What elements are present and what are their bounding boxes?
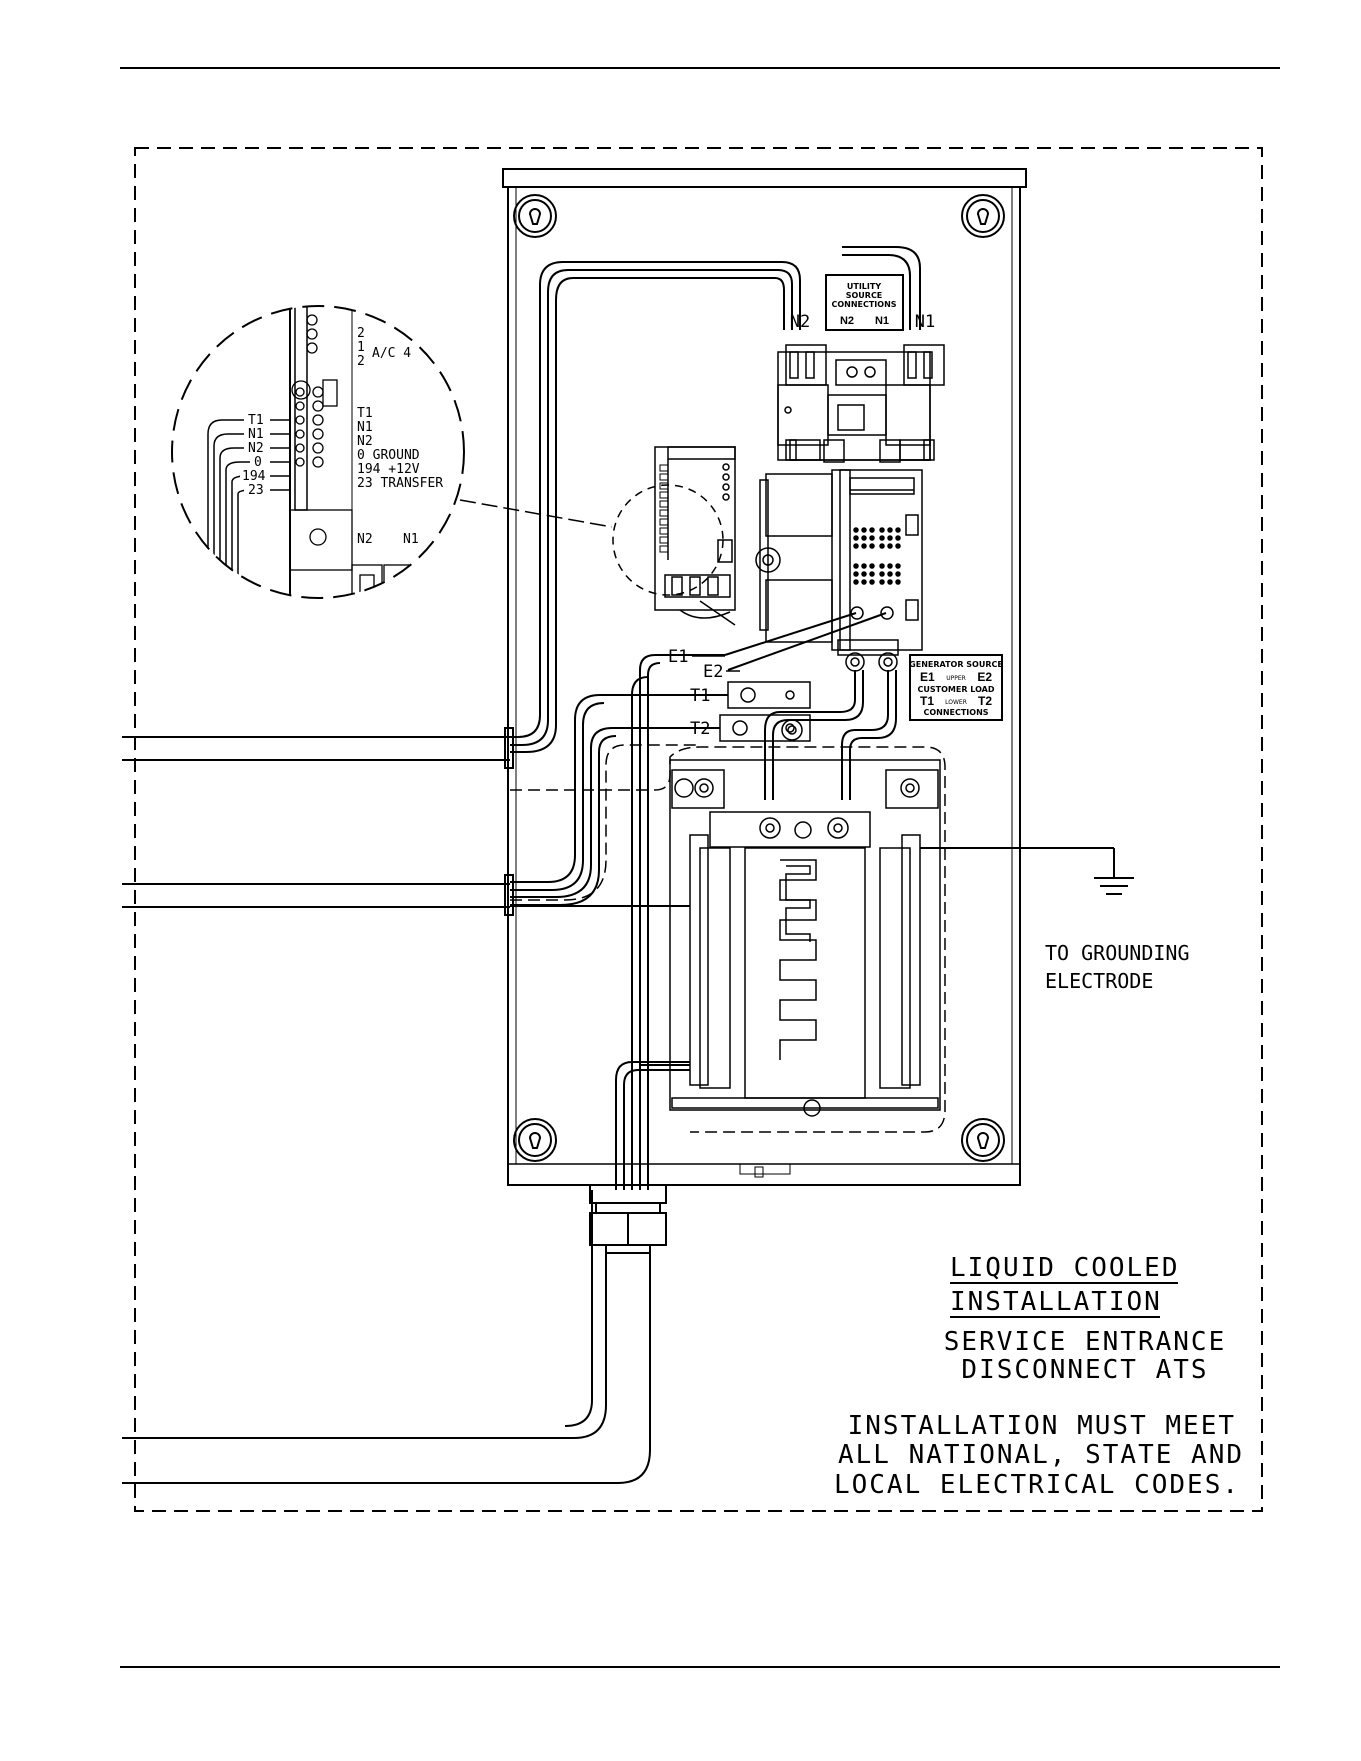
ground-symbol [920, 847, 1134, 895]
mounting-holes [513, 194, 1005, 1162]
svg-text:1: 1 [357, 340, 365, 355]
svg-text:SERVICE ENTRANCE: SERVICE ENTRANCE [944, 1327, 1226, 1357]
dashed-border [134, 147, 1263, 1512]
svg-text:DISCONNECT ATS: DISCONNECT ATS [961, 1355, 1208, 1385]
svg-text:T1: T1 [357, 406, 373, 421]
svg-text:E1: E1 [668, 647, 688, 667]
utility-wires [510, 246, 921, 753]
svg-text:23: 23 [248, 483, 264, 498]
entry-lines [122, 727, 514, 916]
svg-text:0 GROUND: 0 GROUND [357, 448, 420, 463]
svg-text:UTILITY: UTILITY [847, 282, 881, 291]
svg-text:LOCAL ELECTRICAL CODES.: LOCAL ELECTRICAL CODES. [834, 1470, 1240, 1500]
load-center-panel [669, 759, 941, 1117]
svg-text:N2: N2 [357, 532, 373, 547]
svg-text:SOURCE: SOURCE [846, 291, 883, 300]
svg-text:T1: T1 [690, 686, 710, 706]
svg-text:CUSTOMER LOAD: CUSTOMER LOAD [918, 685, 995, 694]
svg-text:N2: N2 [357, 434, 373, 449]
panel-dashed-outline [510, 746, 946, 1133]
n2-terminal-label: N2 [790, 312, 810, 332]
panel-dashed-wire [510, 744, 700, 901]
svg-text:194: 194 [242, 469, 266, 484]
svg-text:N1: N1 [357, 420, 373, 435]
ground-note-line2: ELECTRODE [1045, 969, 1153, 993]
svg-text:2: 2 [357, 326, 365, 341]
svg-text:N2: N2 [248, 441, 264, 456]
control-module [654, 446, 736, 626]
svg-text:T2: T2 [690, 719, 710, 739]
svg-text:LIQUID COOLED: LIQUID COOLED [950, 1253, 1180, 1283]
svg-text:A/C 4: A/C 4 [372, 346, 411, 361]
generator-load-wires [510, 612, 897, 1190]
diagram-title: LIQUID COOLED INSTALLATION SERVICE ENTRA… [944, 1253, 1226, 1385]
neutral-wires [510, 905, 690, 1066]
generator-contactor [755, 469, 923, 672]
detail-callout-ring [612, 484, 724, 596]
svg-text:N1: N1 [248, 427, 264, 442]
svg-text:0: 0 [254, 455, 262, 470]
terminal-strip-detail: T1 N1 N2 0 194 23 2 1 2 A/C 4 T1 N1 N2 0… [207, 306, 443, 598]
svg-text:23 TRANSFER: 23 TRANSFER [357, 476, 443, 491]
svg-text:LOWER: LOWER [945, 699, 967, 706]
svg-text:CONNECTIONS: CONNECTIONS [831, 300, 896, 309]
wire-labels: E1 E2 T1 T2 [668, 647, 740, 739]
svg-text:194 +12V: 194 +12V [357, 462, 420, 477]
svg-text:E1: E1 [920, 670, 935, 684]
ground-note-line1: TO GROUNDING [1045, 941, 1190, 965]
detail-circle [171, 305, 465, 599]
generator-source-label: GENERATOR SOURCE E1 UPPER E2 CUSTOMER LO… [909, 654, 1003, 721]
ats-enclosure [502, 168, 1027, 1186]
svg-text:CONNECTIONS: CONNECTIONS [923, 708, 988, 717]
svg-text:INSTALLATION MUST MEET: INSTALLATION MUST MEET [848, 1411, 1236, 1441]
svg-text:GENERATOR SOURCE: GENERATOR SOURCE [909, 660, 1003, 669]
svg-text:2: 2 [357, 354, 365, 369]
svg-text:N1: N1 [875, 315, 889, 327]
detail-leader-line [459, 499, 613, 528]
svg-text:T2: T2 [978, 694, 992, 708]
utility-source-label: UTILITY SOURCE CONNECTIONS N2 N1 [825, 274, 904, 331]
n1-terminal-label: N1 [915, 312, 935, 332]
svg-text:E2: E2 [977, 670, 992, 684]
svg-text:N2: N2 [840, 315, 854, 327]
svg-text:ALL NATIONAL, STATE AND: ALL NATIONAL, STATE AND [838, 1440, 1244, 1470]
svg-text:N1: N1 [403, 532, 419, 547]
conduit [122, 1184, 667, 1484]
svg-text:UPPER: UPPER [946, 675, 966, 682]
svg-text:INSTALLATION: INSTALLATION [950, 1287, 1162, 1317]
utility-contactor [777, 344, 945, 463]
svg-text:T1: T1 [248, 413, 264, 428]
code-compliance-note: INSTALLATION MUST MEET ALL NATIONAL, STA… [834, 1411, 1244, 1500]
svg-text:T1: T1 [920, 694, 934, 708]
svg-text:E2: E2 [703, 662, 723, 682]
